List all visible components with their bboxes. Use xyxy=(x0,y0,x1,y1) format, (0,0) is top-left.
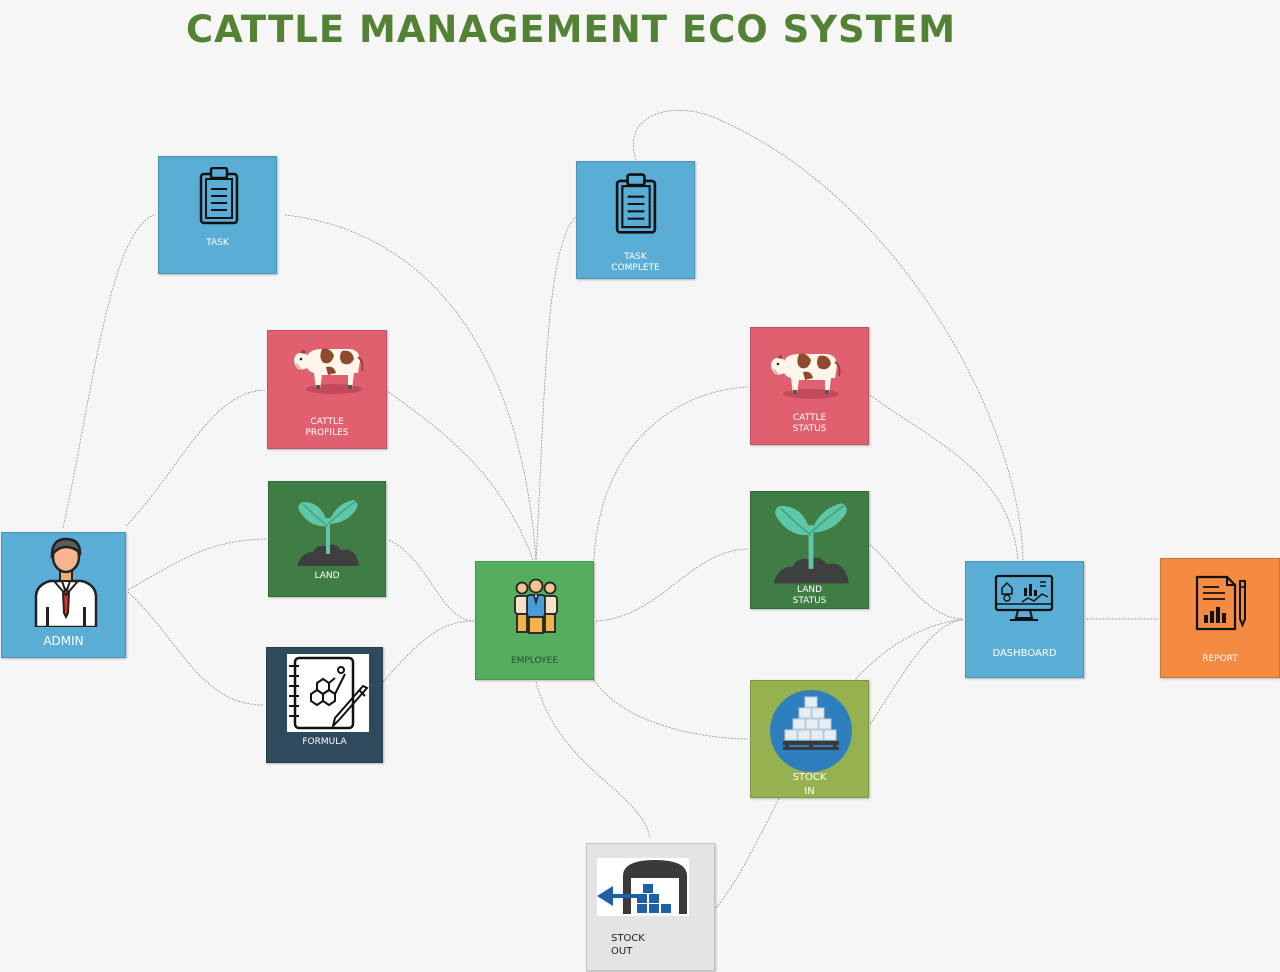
monitor-dashboard-icon xyxy=(994,574,1054,621)
dashboard-node[interactable]: DASHBOARD xyxy=(965,561,1084,678)
land-node[interactable]: LAND xyxy=(268,481,386,597)
sprout-icon xyxy=(773,503,849,584)
formula-node[interactable]: FORMULA xyxy=(266,647,383,763)
link-task-complete-dashboard xyxy=(633,110,1024,561)
link-admin-cattle-profiles xyxy=(125,389,266,527)
employee-label: EMPLOYEE xyxy=(510,656,559,666)
diagram-title: CATTLE MANAGEMENT ECO SYSTEM xyxy=(186,8,957,51)
pallet-boxes-icon xyxy=(770,690,852,772)
link-cattle-profiles-employee xyxy=(385,389,534,561)
land-status-node[interactable]: LAND STATUS xyxy=(750,491,869,609)
task-complete-label: TASK COMPLETE xyxy=(611,252,660,273)
link-employee-stock-in xyxy=(593,679,749,740)
link-employee-stock-out xyxy=(535,681,651,839)
link-formula-employee xyxy=(382,620,475,683)
cattle-status-label: CATTLE STATUS xyxy=(792,413,827,434)
link-admin-task xyxy=(62,213,157,529)
link-cattle-status-dashboard xyxy=(869,394,1019,561)
formula-label: FORMULA xyxy=(302,737,347,747)
land-label: LAND xyxy=(314,571,340,581)
link-employee-task-complete xyxy=(535,214,579,561)
report-chart-icon xyxy=(1195,575,1246,631)
admin-person-icon xyxy=(34,537,98,627)
task-node[interactable]: TASK xyxy=(158,156,277,274)
report-label: REPORT xyxy=(1202,654,1238,664)
report-node[interactable]: REPORT xyxy=(1160,558,1280,678)
link-task-employee xyxy=(284,214,537,561)
admin-label: ADMIN xyxy=(43,634,84,648)
clipboard-icon xyxy=(199,167,239,225)
link-land-employee xyxy=(388,539,475,622)
task-complete-node[interactable]: TASK COMPLETE xyxy=(576,161,695,279)
link-admin-land xyxy=(127,538,267,591)
people-group-icon xyxy=(514,578,558,634)
cow-icon xyxy=(771,353,841,399)
cattle-status-node[interactable]: CATTLE STATUS xyxy=(750,327,869,445)
stock-out-node[interactable]: STOCK OUT xyxy=(586,843,715,971)
dashboard-label: DASHBOARD xyxy=(992,648,1057,659)
sprout-icon xyxy=(297,500,359,566)
clipboard-icon xyxy=(615,173,657,234)
warehouse-out-icon xyxy=(597,858,689,916)
land-status-label: LAND STATUS xyxy=(792,585,827,606)
link-employee-cattle-status xyxy=(593,386,749,561)
cow-icon xyxy=(294,348,364,394)
cattle-profiles-node[interactable]: CATTLE PROFILES xyxy=(267,330,387,449)
admin-node[interactable]: ADMIN xyxy=(1,532,126,658)
formula-notebook-icon xyxy=(287,654,369,732)
link-employee-land-status xyxy=(595,548,749,622)
cattle-profiles-label: CATTLE PROFILES xyxy=(305,417,349,438)
task-label: TASK xyxy=(206,238,229,248)
link-admin-formula xyxy=(127,591,265,706)
stock-in-label: STOCK IN xyxy=(792,772,827,797)
stock-out-label: STOCK OUT xyxy=(611,933,645,957)
stock-in-node[interactable]: STOCK IN xyxy=(750,680,869,798)
employee-node[interactable]: EMPLOYEE xyxy=(475,561,594,680)
link-land-status-dashboard xyxy=(869,544,964,620)
link-stock-in-dashboard xyxy=(869,619,964,725)
